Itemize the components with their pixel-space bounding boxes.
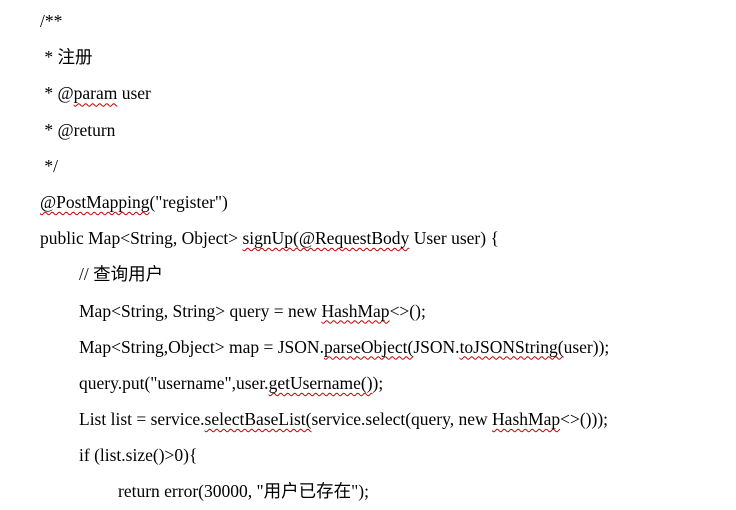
code-line: */: [0, 148, 736, 184]
misspelled-word: toJSONString(: [459, 336, 564, 357]
code-text: service.select(query, new: [311, 409, 493, 430]
code-text: List list = service.: [79, 409, 205, 430]
code-line: /**: [0, 3, 736, 39]
misspelled-word: HashMap: [492, 409, 561, 430]
misspelled-word: selectBaseList(: [204, 409, 312, 430]
code-text: */: [40, 155, 58, 176]
misspelled-word: getUsername(): [268, 372, 373, 393]
code-text: /**: [40, 11, 63, 31]
code-text: ("register"): [149, 191, 228, 212]
code-text: public Map<String, Object>: [40, 228, 243, 249]
code-line: Map<String,Object> map = JSON.parseObjec…: [0, 329, 736, 365]
code-text: * @: [40, 83, 74, 104]
code-text: // 查询用户: [79, 264, 164, 285]
code-line: * 注册: [0, 39, 736, 75]
code-text: query.put("username",user.: [79, 372, 269, 393]
code-text: JSON.: [413, 336, 460, 357]
code-text: Map<String, String> query = new: [79, 300, 322, 321]
code-text: user));: [563, 336, 610, 357]
code-text: <>()));: [560, 409, 609, 430]
code-text: user: [117, 83, 151, 104]
code-text: <>();: [389, 300, 426, 321]
code-line: List list = service.selectBaseList(servi…: [0, 401, 736, 437]
code-text: return error(30000, "用户已存在");: [118, 481, 369, 502]
code-text: );: [372, 372, 384, 393]
code-line: * @return: [0, 112, 736, 148]
misspelled-word: parseObject(: [323, 336, 414, 357]
code-line: return error(30000, "用户已存在");: [0, 473, 736, 509]
misspelled-word: HashMap: [321, 300, 390, 321]
code-text: if (list.size()>0){: [79, 445, 198, 466]
code-line: // 查询用户: [0, 256, 736, 292]
code-text: * @return: [40, 119, 116, 140]
code-text: Map<String,Object> map = JSON.: [79, 336, 324, 357]
misspelled-word: @PostMapping: [40, 191, 150, 212]
code-line: if (list.size()>0){: [0, 437, 736, 473]
misspelled-word: param: [73, 83, 118, 104]
code-line: Map<String, String> query = new HashMap<…: [0, 293, 736, 329]
code-text: * 注册: [40, 47, 93, 68]
code-line: @PostMapping("register"): [0, 184, 736, 220]
code-text: User user) {: [409, 228, 499, 249]
code-line: * @param user: [0, 75, 736, 111]
code-line: public Map<String, Object> signUp(@Reque…: [0, 220, 736, 256]
misspelled-word: signUp(@RequestBody: [242, 228, 410, 249]
code-line: query.put("username",user.getUsername())…: [0, 365, 736, 401]
